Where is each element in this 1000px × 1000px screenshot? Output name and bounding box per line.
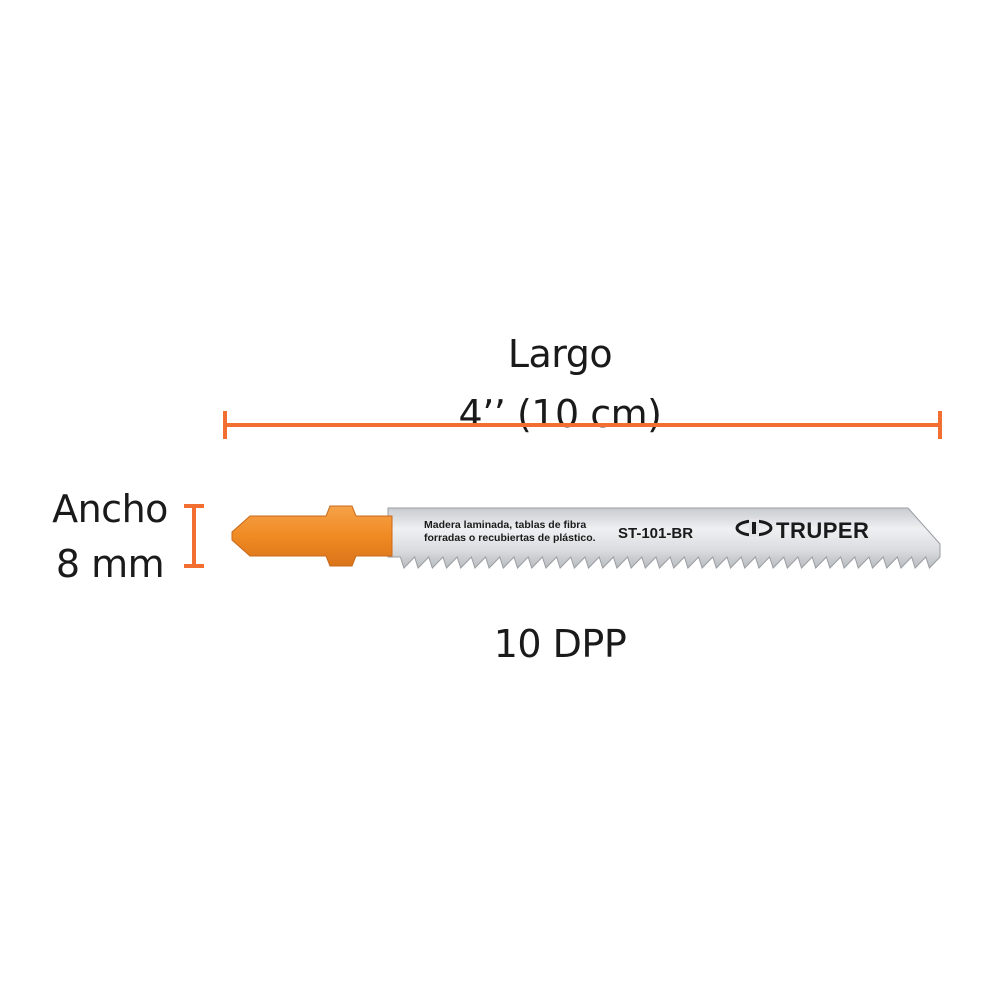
width-value: 8 mm: [55, 542, 165, 586]
length-dimension-line: [223, 411, 942, 439]
brand-name: TRUPER: [776, 518, 869, 543]
width-dimension-line: [184, 504, 204, 568]
length-title: Largo: [507, 332, 613, 376]
blade-description-line1: Madera laminada, tablas de fibra: [424, 519, 586, 531]
blade-shank: [231, 505, 393, 567]
width-title: Ancho: [52, 487, 168, 531]
blade-body: [387, 507, 941, 569]
teeth-per-inch-label: 10 DPP: [493, 622, 627, 666]
blade-description-line2: forradas o recubiertas de plástico.: [424, 532, 596, 544]
truper-logo-icon: [735, 519, 773, 537]
blade-model-number: ST-101-BR: [618, 525, 693, 542]
length-value: 4’’ (10 cm): [458, 392, 662, 436]
